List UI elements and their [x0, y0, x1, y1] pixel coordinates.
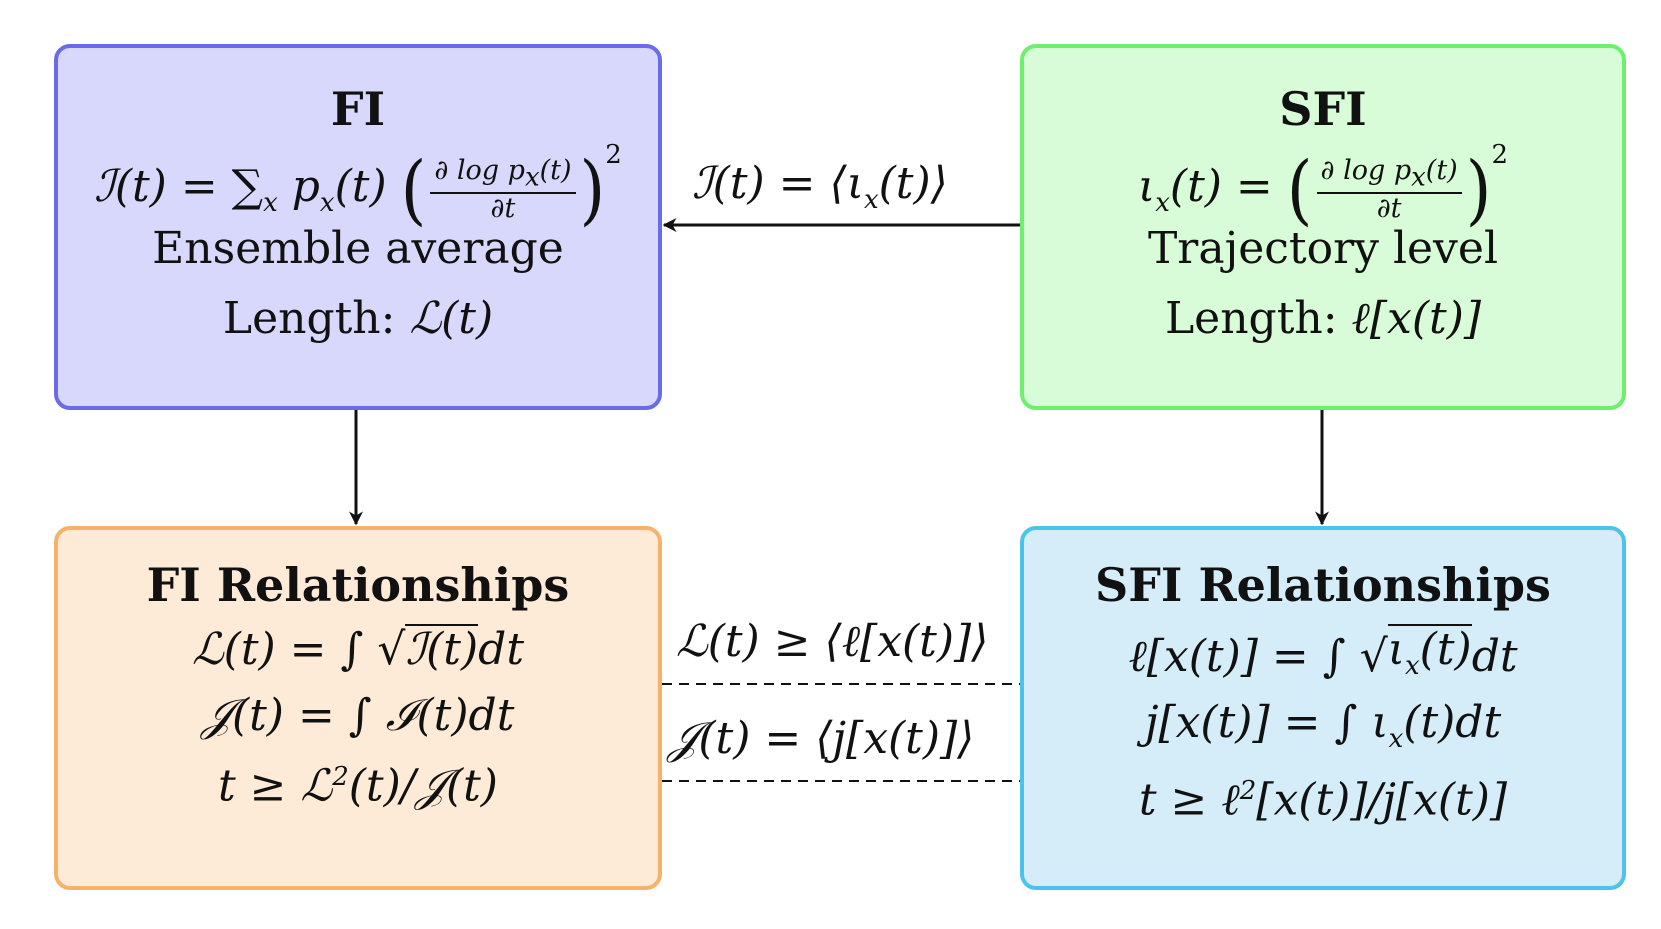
sfi-rel-eq2-lhs: j[x(t)] = ∫ ι [1144, 696, 1389, 748]
sfi-rel-title: SFI Relationships [1095, 558, 1551, 612]
sfi-desc: Trajectory level [1147, 222, 1499, 274]
fi-title: FI [330, 82, 386, 136]
fi-formula-sub: x [263, 187, 278, 218]
sfi-fraction: ∂ log px(t)∂t [1316, 157, 1462, 224]
sfi-box: SFI ιx(t) = (∂ log px(t)∂t)2 Trajectory … [1020, 44, 1626, 410]
fi-rel-title: FI Relationships [146, 558, 570, 612]
fi-power: 2 [605, 140, 622, 170]
sfi-rel-eq1-dt: dt [1471, 630, 1518, 682]
fi-right-paren: ) [579, 144, 606, 234]
edge-label-fi-average-rhs: (t)⟩ [878, 158, 948, 209]
fi-frac-den: ∂t [490, 192, 516, 224]
fi-rel-eq1-lhs: ℒ(t) = ∫ [191, 624, 378, 675]
fi-rel-sqrt: √ℐ(t) [377, 624, 479, 675]
sfi-rel-eq2-sub: x [1388, 723, 1404, 754]
edge-label-action-relation: 𝒥(t) = ⟨j[x(t)]⟩ [668, 713, 975, 764]
edge-label-length-bound: ℒ(t) ≥ ⟨ℓ[x(t)]⟩ [676, 616, 989, 667]
edge-label-fi-average-sub: x [863, 184, 879, 215]
fi-rel-sqrt-radicand: ℐ(t) [405, 624, 479, 675]
sfi-length: Length: ℓ[x(t)] [1165, 296, 1481, 341]
edge-label-fi-average-lhs: ℐ(t) = ⟨ι [692, 158, 864, 209]
sfi-right-paren: ) [1465, 144, 1492, 234]
fi-rel-eq1-dt: dt [478, 624, 525, 675]
sfi-rel-eq3: t ≥ ℓ2[x(t)]/j[x(t)] [1139, 778, 1507, 823]
sfi-length-label: Length: [1164, 292, 1352, 344]
sfi-rel-eq2: j[x(t)] = ∫ ιx(t)dt [1145, 700, 1501, 754]
fi-left-paren: ( [400, 144, 427, 234]
fi-frac-num: ∂ log px(t) [430, 157, 576, 194]
fi-formula: ℐ(t) = ∑x px(t) (∂ log px(t)∂t)2 [94, 140, 622, 227]
sfi-frac-num: ∂ log px(t) [1316, 157, 1462, 194]
fi-rel-eq3-power: 2 [332, 762, 349, 792]
sfi-relationships-box: SFI Relationships ℓ[x(t)] = ∫ √ιx(t)dt j… [1020, 526, 1626, 890]
sfi-rel-eq3-power: 2 [1239, 775, 1257, 806]
fi-formula-lhs: ℐ(t) = ∑ [94, 161, 264, 212]
sfi-left-paren: ( [1286, 144, 1313, 234]
sfi-frac-den: ∂t [1376, 192, 1402, 224]
sfi-formula-sub: x [1155, 187, 1170, 218]
sfi-rel-sqrt: √ιx(t) [1359, 624, 1472, 682]
fi-desc: Ensemble average [152, 222, 564, 274]
fi-rel-eq3: t ≥ ℒ2(t)/𝒥(t) [218, 764, 498, 809]
sfi-rel-eq1-lhs: ℓ[x(t)] = ∫ [1128, 630, 1360, 682]
sfi-rel-eq3-lhs: t ≥ ℓ [1138, 774, 1240, 826]
fi-box: FI ℐ(t) = ∑x px(t) (∂ log px(t)∂t)2 Ense… [54, 44, 662, 410]
sfi-rel-eq1: ℓ[x(t)] = ∫ √ιx(t)dt [1128, 624, 1518, 682]
fi-rel-eq3-rhs: (t)/𝒥(t) [348, 760, 498, 812]
fi-formula-p: p [277, 161, 320, 212]
fi-length-expr: ℒ(t) [409, 292, 494, 344]
sfi-rel-sqrt-radicand: ιx(t) [1387, 624, 1472, 681]
sfi-rel-eq2-rhs: (t)dt [1403, 696, 1502, 748]
edge-label-fi-average: ℐ(t) = ⟨ιx(t)⟩ [692, 162, 948, 213]
sfi-formula: ιx(t) = (∂ log px(t)∂t)2 [1137, 140, 1509, 227]
fi-formula-p-sub: x [319, 187, 335, 218]
fi-formula-t: (t) [334, 161, 401, 212]
fi-rel-eq1: ℒ(t) = ∫ √ℐ(t)dt [192, 624, 524, 672]
sfi-rel-eq3-rhs: [x(t)]/j[x(t)] [1256, 774, 1508, 826]
sfi-length-expr: ℓ[x(t)] [1351, 292, 1482, 344]
fi-rel-eq3-lhs: t ≥ ℒ [218, 760, 333, 812]
sfi-formula-iota: ι [1137, 161, 1156, 212]
sfi-title: SFI [1279, 82, 1367, 136]
sfi-power: 2 [1491, 140, 1509, 170]
fi-length: Length: ℒ(t) [223, 296, 493, 341]
fi-relationships-box: FI Relationships ℒ(t) = ∫ √ℐ(t)dt 𝒥(t) =… [54, 526, 662, 890]
fi-length-label: Length: [222, 292, 410, 344]
sfi-formula-lhs: (t) = [1169, 161, 1287, 212]
fi-fraction: ∂ log px(t)∂t [430, 157, 576, 224]
fi-rel-eq2: 𝒥(t) = ∫ ℐ(t)dt [201, 690, 515, 741]
